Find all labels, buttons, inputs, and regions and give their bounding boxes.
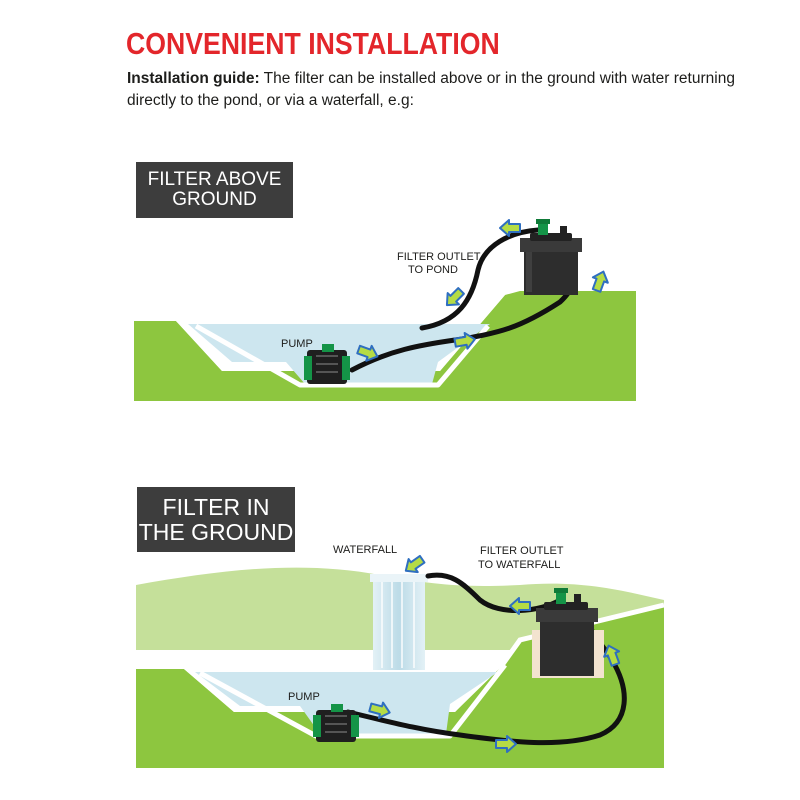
flow-arrow-10: [400, 551, 428, 579]
filter-icon: [532, 588, 604, 678]
hose-filter-outlet: [419, 227, 541, 331]
scene-in-ground: WATERFALL FILTER OUTLET TO WATERFALL PUM…: [136, 544, 665, 768]
outlet-label-in-2: TO WATERFALL: [478, 559, 560, 571]
pump-label-in: PUMP: [288, 691, 320, 703]
filter-icon: [520, 219, 582, 295]
ground-above: [134, 291, 636, 401]
page-title: CONVENIENT INSTALLATION: [126, 26, 500, 61]
guide-lead: Installation guide:: [127, 70, 260, 87]
outlet-label-above-2: TO POND: [408, 264, 458, 276]
pond-basin-in: [198, 663, 507, 739]
scene-above-ground: FILTER OUTLET TO POND PUMP: [134, 219, 636, 401]
guide-text: The filter can be installed above or in …: [127, 70, 735, 109]
pond-water-in: [195, 672, 498, 734]
hose-to-waterfall: [425, 572, 563, 613]
outlet-label-in-1: FILTER OUTLET: [480, 545, 564, 557]
pump-icon: [313, 704, 359, 742]
installation-guide: Installation guide: The filter can be in…: [127, 68, 747, 112]
waterfall: [370, 574, 428, 670]
waterfall-label: WATERFALL: [333, 544, 397, 556]
scene-above-tag: FILTER ABOVE GROUND: [136, 162, 293, 218]
ground-top-edge: [497, 602, 665, 670]
pump-label-above: PUMP: [281, 338, 313, 350]
outlet-label-above-1: FILTER OUTLET: [397, 251, 481, 263]
pump-icon: [304, 344, 350, 384]
flow-arrow-3: [588, 267, 612, 295]
scene-ground-tag: FILTER IN THE GROUND: [137, 487, 295, 552]
pond-basin-above: [194, 323, 490, 388]
